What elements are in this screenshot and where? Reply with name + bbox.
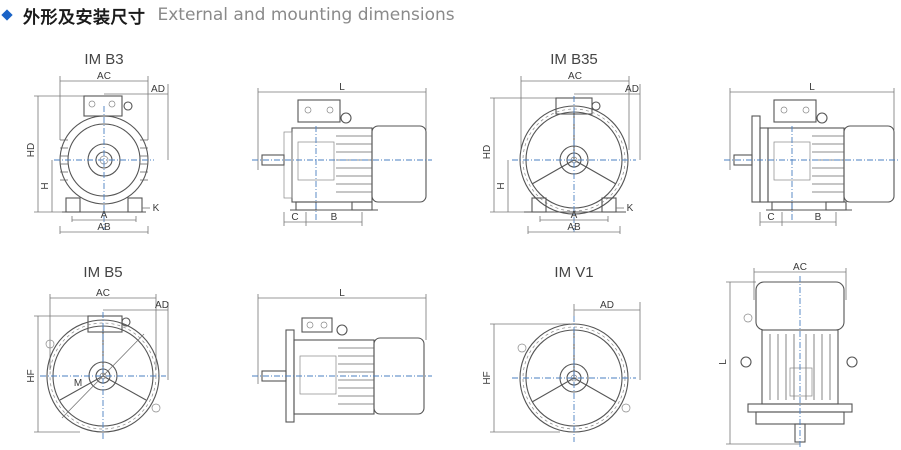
imb3-front-view: IM B3 AC AD HD H (26, 51, 169, 234)
imb35-side-label-l: L (809, 82, 815, 93)
imb35-label-ac: AC (568, 71, 582, 82)
imb35-title: IM B35 (550, 51, 598, 68)
imb35-label-ad: AD (625, 84, 639, 95)
imb35-side-label-b: B (815, 212, 822, 223)
imb5-title: IM B5 (83, 264, 122, 281)
imb3-label-hd: HD (26, 143, 37, 157)
section-title-cn: 外形及安装尺寸 (23, 7, 146, 28)
imv1-label-ac: AC (793, 262, 807, 273)
imb5-label-ad: AD (155, 300, 169, 311)
imb3-label-ad: AD (151, 84, 165, 95)
imb35-label-hd: HD (482, 145, 493, 159)
imv1-title: IM V1 (554, 264, 593, 281)
imv1-side-view: AC L (718, 262, 858, 448)
imb5-side-label-l: L (339, 288, 345, 299)
imb5-label-m: M (74, 378, 82, 389)
imb35-label-h: H (496, 182, 507, 189)
imb3-title: IM B3 (84, 51, 123, 68)
imb35-label-k: K (627, 203, 634, 214)
imb3-label-a: A (101, 210, 108, 221)
imb35-label-a: A (571, 210, 578, 221)
imb5-label-hf: HF (26, 369, 37, 382)
section-title-en: External and mounting dimensions (157, 5, 455, 25)
imb5-label-ac: AC (96, 288, 110, 299)
imb3-label-k: K (153, 203, 160, 214)
imb3-label-ac: AC (97, 71, 111, 82)
imb3-side-label-l: L (339, 82, 345, 93)
imv1-label-ad: AD (600, 300, 614, 311)
imv1-label-hf: HF (482, 371, 493, 384)
imb3-label-ab: AB (97, 222, 111, 233)
imv1-label-l: L (718, 359, 729, 365)
imb3-side-view: L (252, 82, 432, 226)
imb5-front-view: IM B5 AC AD HF (26, 264, 169, 440)
imb3-label-h: H (40, 182, 51, 189)
section-header: 外形及安装尺寸 External and mounting dimensions (0, 0, 455, 30)
imb35-label-ab: AB (567, 222, 581, 233)
imb35-side-view: L C (724, 82, 900, 226)
imb35-front-view: IM B35 AC AD HD H (482, 51, 641, 234)
imb3-side-label-b: B (331, 212, 338, 223)
imb5-side-view: L (252, 288, 432, 423)
imb35-side-label-c: C (767, 212, 774, 223)
imv1-front-view: IM V1 AD HF (482, 264, 641, 442)
imb3-side-label-c: C (291, 212, 298, 223)
